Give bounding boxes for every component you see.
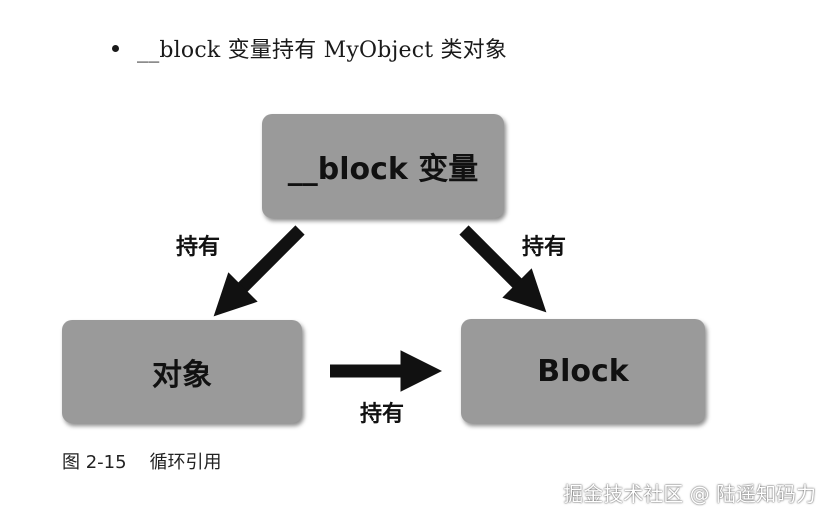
node-block-label: Block [537, 353, 629, 389]
arrow-top-to-left [213, 225, 305, 317]
watermark: 掘金技术社区 @ 陆遥知码力 [563, 482, 816, 506]
edge-label-top-to-left: 持有 [176, 235, 221, 260]
figure-caption: 图 2-15 循环引用 [62, 452, 222, 473]
node-block-variable-label: __block 变量 [287, 152, 479, 187]
bullet-item: __block 变量持有 MyObject 类对象 [112, 30, 507, 66]
node-object-label: 对象 [152, 357, 212, 393]
bullet-text: __block 变量持有 MyObject 类对象 [137, 38, 508, 63]
arrow-top-to-right [459, 225, 547, 313]
edge-label-left-to-right: 持有 [360, 402, 405, 427]
node-object: 对象 [62, 320, 302, 423]
node-block-variable: __block 变量 [262, 114, 504, 218]
edge-label-top-to-right: 持有 [522, 235, 567, 260]
bullet-dot [112, 44, 119, 52]
node-block: Block [461, 319, 705, 423]
